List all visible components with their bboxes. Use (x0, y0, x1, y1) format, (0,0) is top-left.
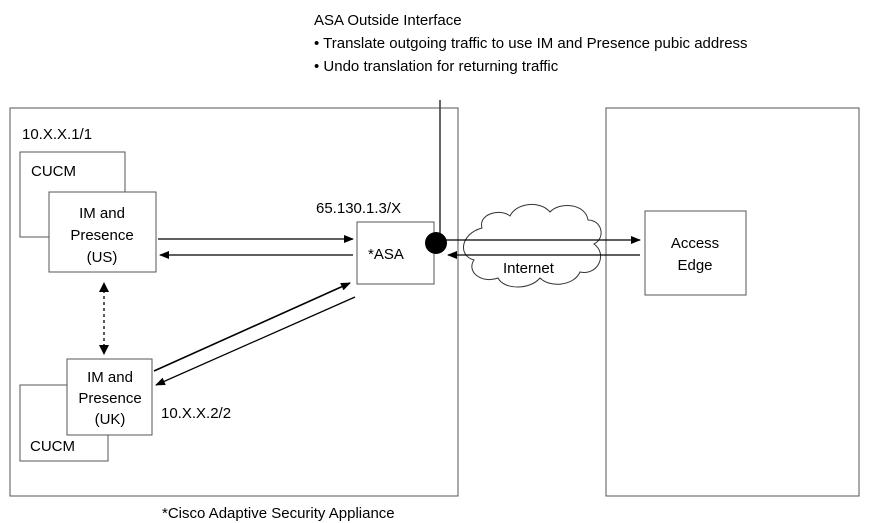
im-uk-line-3: (UK) (95, 411, 126, 428)
access-edge-line-1: Access (671, 235, 719, 252)
asa-outside-ip: 65.130.1.3/X (316, 200, 401, 217)
asa-outside-interface-title: ASA Outside Interface (314, 12, 462, 29)
im-presence-uk-box (66, 358, 153, 436)
intercluster-arrow-down (99, 345, 109, 355)
access-edge-line-2: Edge (677, 257, 712, 274)
im-us-line-3: (US) (87, 249, 118, 266)
asa-footnote: *Cisco Adaptive Security Appliance (162, 505, 395, 522)
header-bullet-2: • Undo translation for returning traffic (314, 58, 559, 75)
asa-label: *ASA (368, 246, 404, 263)
arrow-asa-to-uk (155, 296, 356, 386)
cucm-bottom-label: CUCM (30, 438, 75, 455)
im-us-line-1: IM and (79, 205, 125, 222)
internet-label: Internet (503, 260, 555, 277)
im-uk-line-1: IM and (87, 369, 133, 386)
im-us-line-2: Presence (70, 227, 133, 244)
im-presence-us-box (48, 191, 157, 273)
im-uk-line-2: Presence (78, 390, 141, 407)
asa-outside-interface-dot (425, 232, 447, 254)
arrow-uk-to-asa (153, 282, 351, 372)
intercluster-arrow-up (99, 282, 109, 292)
access-edge-box (644, 210, 747, 296)
cucm-top-label: CUCM (31, 163, 76, 180)
cucm-bottom-ip: 10.X.X.2/2 (161, 405, 231, 422)
header-bullet-1: • Translate outgoing traffic to use IM a… (314, 35, 748, 52)
internet-cloud (463, 204, 602, 288)
enterprise-network-box (9, 107, 459, 497)
external-network-box (605, 107, 860, 497)
cucm-top-ip: 10.X.X.1/1 (22, 126, 92, 143)
